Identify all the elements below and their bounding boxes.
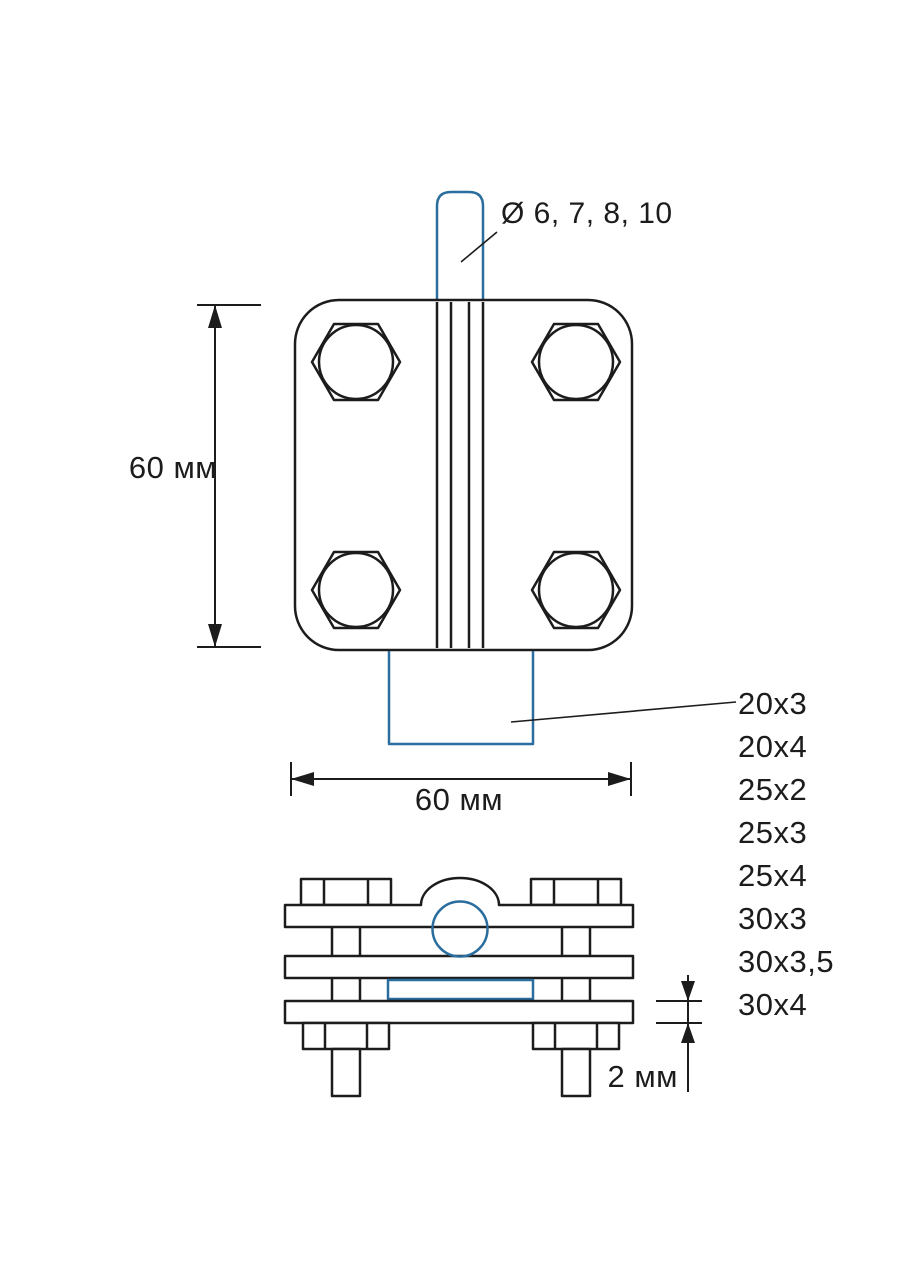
rod-groove-lines [435, 302, 485, 648]
strip-size-list: 20x3 20x4 25x2 25x3 25x4 30x3 30x3,5 30x… [738, 686, 834, 1022]
width-dimension: 60 мм [290, 762, 632, 817]
bolt-circle [317, 323, 395, 401]
hex-nut [310, 322, 402, 402]
strip-size-item: 30x3 [738, 901, 807, 936]
strip-size-item: 20x4 [738, 729, 807, 764]
rod-label-leader [460, 231, 498, 263]
hex-nut-side [301, 1021, 391, 1051]
arrowhead-right [608, 772, 631, 786]
strip-size-item: 25x2 [738, 772, 807, 807]
strip-size-item: 30x4 [738, 987, 807, 1022]
hex-nut [530, 322, 622, 402]
bolt-top-right [530, 322, 622, 402]
thickness-label: 2 мм [608, 1059, 678, 1094]
bottom-plate [283, 999, 635, 1025]
top-view: Ø 6, 7, 8, 10 [129, 190, 737, 817]
bolt-circle [537, 323, 615, 401]
height-label: 60 мм [129, 450, 217, 485]
hex-nut [310, 550, 402, 630]
arrowhead-up [208, 305, 222, 328]
thickness-dimension: 2 мм [608, 975, 702, 1094]
strip-size-item: 20x3 [738, 686, 807, 721]
strip-size-item: 30x3,5 [738, 944, 834, 979]
stud-end-left [330, 1047, 362, 1098]
height-dimension: 60 мм [129, 304, 261, 648]
arrowhead-up [681, 1023, 695, 1043]
stud-end-right [560, 1047, 592, 1098]
nut-left [301, 1021, 391, 1051]
strip-label-leader [510, 701, 737, 723]
bolt-bottom-left [310, 550, 402, 630]
arrowhead-left [291, 772, 314, 786]
rod-cross-section [431, 900, 489, 958]
hex-head [299, 877, 393, 907]
strip-cross-section [386, 978, 535, 1001]
arrowhead-down [681, 981, 695, 1001]
arrowhead-down [208, 624, 222, 647]
bolt-head-left [299, 877, 393, 907]
bolt-head-right [529, 877, 623, 907]
rod-outline [435, 190, 485, 301]
bolt-circle [537, 551, 615, 629]
strip-outline [387, 651, 535, 746]
bolt-top-left [310, 322, 402, 402]
hex-head [529, 877, 623, 907]
bolt-circle [317, 551, 395, 629]
hex-nut [530, 550, 622, 630]
bolt-bottom-right [530, 550, 622, 630]
width-label: 60 мм [415, 782, 503, 817]
hex-nut-side [531, 1021, 621, 1051]
strip-size-item: 25x3 [738, 815, 807, 850]
rod-diameter-label: Ø 6, 7, 8, 10 [501, 197, 673, 230]
nut-right [531, 1021, 621, 1051]
bolt-shafts [330, 927, 592, 1001]
strip-size-item: 25x4 [738, 858, 807, 893]
middle-plate [283, 954, 635, 980]
side-view: 2 мм [283, 876, 702, 1098]
